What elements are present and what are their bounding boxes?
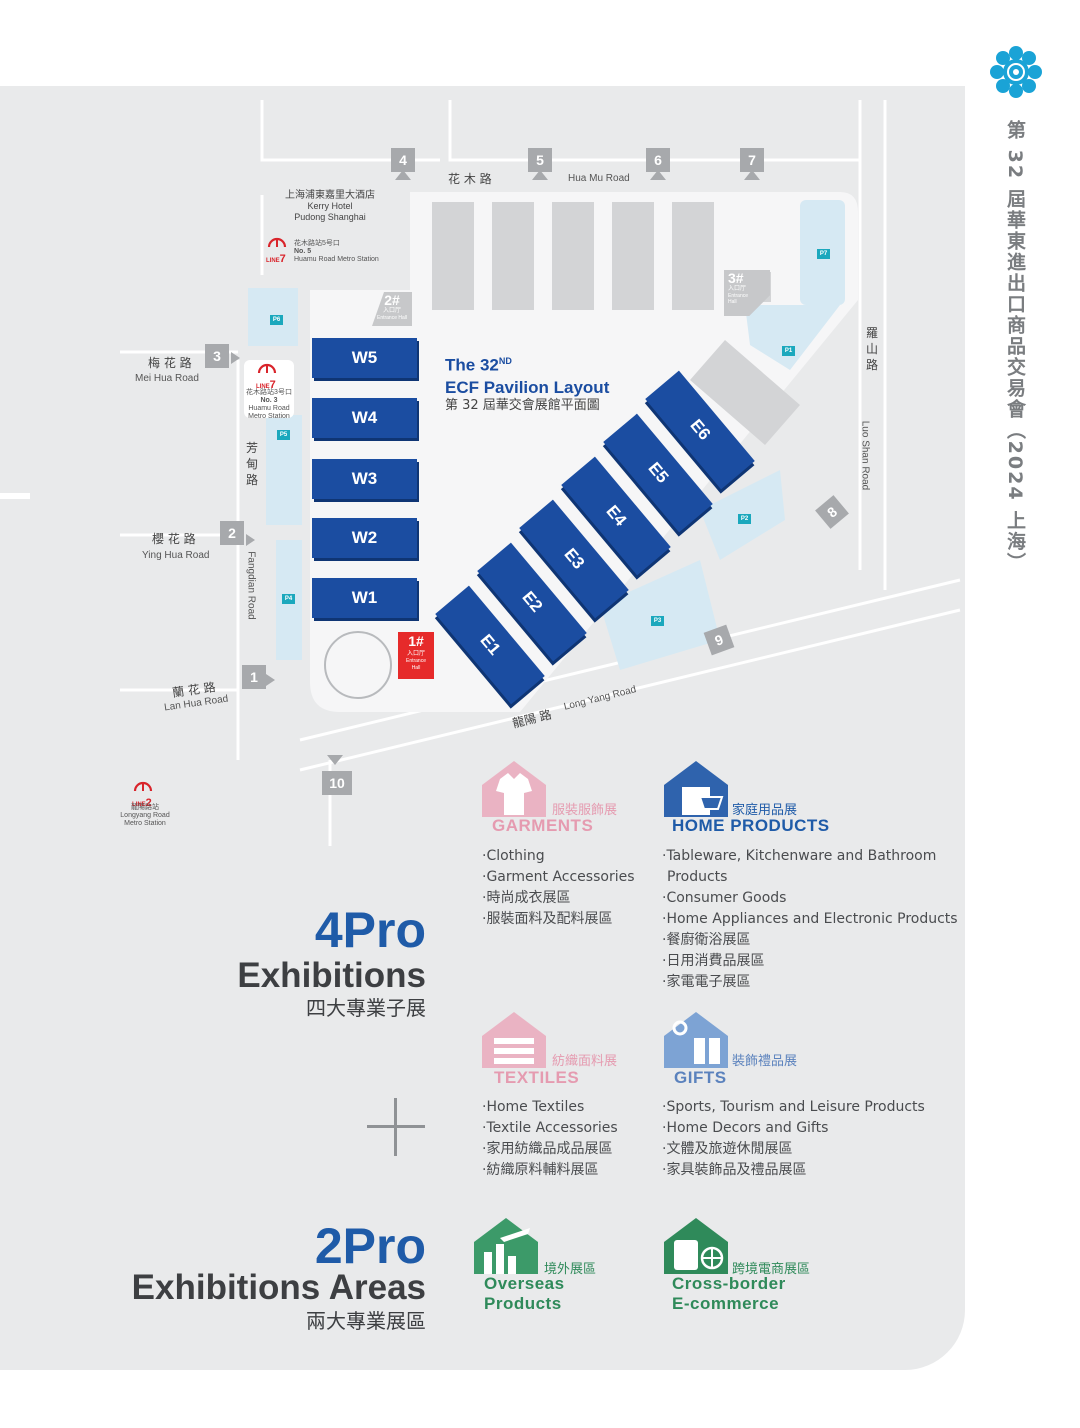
parking-p6: P6 xyxy=(270,315,283,325)
gate-10: 10 xyxy=(322,771,352,795)
section4-title-en: Exhibitions xyxy=(237,956,426,995)
overseas-cn: 境外展區 xyxy=(544,1262,597,1277)
metro5-label: 花木路站5号口 No. 5 Huamu Road Metro Station xyxy=(294,240,379,263)
overseas-en: Overseas Products xyxy=(484,1274,565,1313)
metro-line7-icon-b: LINE7 xyxy=(256,362,280,391)
road-hua-mu-en: Hua Mu Road xyxy=(568,173,630,184)
cross-border-icon xyxy=(664,1218,728,1274)
gifts-en: GIFTS xyxy=(674,1068,727,1087)
gifts-icon xyxy=(664,1012,728,1068)
section2-title-cn: 兩大專業展區 xyxy=(306,1309,426,1333)
garments-cn: 服裝服飾展 xyxy=(552,803,618,818)
textiles-list: ·Home Textiles ·Textile Accessories ·家用紡… xyxy=(482,1099,618,1178)
parking-p7: P7 xyxy=(817,249,830,259)
hall-w1[interactable]: W1 xyxy=(312,578,417,618)
cross-border-cn: 跨境電商展區 xyxy=(732,1262,811,1277)
home-products-en: HOME PRODUCTS xyxy=(672,816,830,835)
cross-border-en: Cross-border E-commerce xyxy=(672,1274,786,1313)
road-fangdian-cn: 芳甸路 xyxy=(246,441,259,487)
gifts-list: ·Sports, Tourism and Leisure Products ·H… xyxy=(662,1099,925,1178)
gate-3: 3 xyxy=(205,344,229,368)
gate-6: 6 xyxy=(646,148,670,172)
gate-4: 4 xyxy=(391,148,415,172)
ecf-logo-icon xyxy=(990,46,1042,98)
metro-line7-icon-a: LINE7 xyxy=(266,236,290,265)
parking-p5: P5 xyxy=(277,430,290,440)
pavilion-site xyxy=(310,192,858,712)
gate-1: 1 xyxy=(242,665,266,689)
metro3-label: 花木路站3号口 No. 3 Huamu Road Metro Station xyxy=(246,389,292,420)
road-ying-hua-cn: 櫻 花 路 xyxy=(152,532,196,546)
section4-title-cn: 四大專業子展 xyxy=(306,996,426,1020)
metro3-card xyxy=(244,360,294,418)
road-mei-hua-en: Mei Hua Road xyxy=(135,373,199,384)
road-ying-hua-en: Ying Hua Road xyxy=(142,550,210,561)
fair-title: 第 32 屆華東進出口商品交易會（2024 上海） xyxy=(1004,120,1026,574)
section4-num: 4Pro xyxy=(314,902,426,958)
gate-7: 7 xyxy=(740,148,764,172)
entrance-hall-1[interactable]: 1# 入口厅 Entrance Hall xyxy=(398,632,434,679)
home-products-cn: 家庭用品展 xyxy=(732,803,798,818)
section2-title-en: Exhibitions Areas xyxy=(131,1268,426,1307)
section2-num: 2Pro xyxy=(314,1218,426,1274)
overseas-icon xyxy=(474,1218,538,1274)
road-luo-shan-en: Luo Shan Road xyxy=(859,420,871,491)
longyang-metro-label: 龍陽路站 Longyang Road Metro Station xyxy=(120,804,170,827)
parking-p4: P4 xyxy=(282,594,295,604)
hall-w2[interactable]: W2 xyxy=(312,518,417,558)
textiles-icon xyxy=(482,1012,546,1068)
kerry-hotel-label: 上海浦東嘉里大酒店 Kerry Hotel Pudong Shanghai xyxy=(285,190,375,222)
gifts-cn: 裝飾禮品展 xyxy=(732,1054,798,1069)
road-mei-hua-cn: 梅 花 路 xyxy=(148,356,192,370)
textiles-cn: 紡織面料展 xyxy=(552,1054,618,1069)
parking-p1: P1 xyxy=(782,346,795,356)
pavilion-map xyxy=(120,100,961,846)
home-products-list: ·Tableware, Kitchenware and Bathroom Pro… xyxy=(662,848,958,990)
gate-5: 5 xyxy=(528,148,552,172)
home-products-icon xyxy=(664,761,728,817)
road-fangdian-en: Fangdian Road xyxy=(245,551,257,620)
textiles-en: TEXTILES xyxy=(494,1068,580,1087)
metro-line2-icon: LINE2 xyxy=(132,780,158,809)
garments-icon xyxy=(482,761,546,817)
map-title: The 32ND ECF Pavilion Layout xyxy=(445,355,610,397)
hall-w4[interactable]: W4 xyxy=(312,398,417,438)
parking-p2: P2 xyxy=(738,514,751,524)
garments-list: ·Clothing ·Garment Accessories ·時尚成衣展區 ·… xyxy=(482,848,635,927)
road-hua-mu-cn: 花 木 路 xyxy=(448,172,492,186)
entrance-hall-2: 2# 入口厅 Entrance Hall xyxy=(372,292,412,326)
map-title-cn: 第 32 屆華交會展館平面圖 xyxy=(445,398,600,413)
parking-p3: P3 xyxy=(651,616,664,626)
garments-en: GARMENTS xyxy=(492,816,594,835)
gate-2: 2 xyxy=(220,521,244,545)
side-marker xyxy=(0,493,30,499)
road-luo-shan-cn: 羅山路 xyxy=(866,326,879,372)
hall-w3[interactable]: W3 xyxy=(312,459,417,499)
plus-sign-v xyxy=(394,1098,397,1156)
hall-w5[interactable]: W5 xyxy=(312,338,417,378)
